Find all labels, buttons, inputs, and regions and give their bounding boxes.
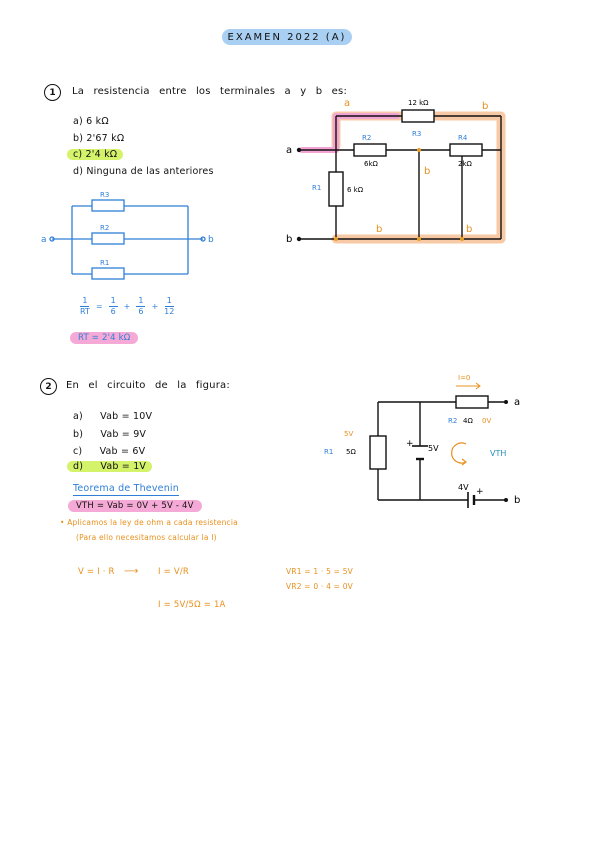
q2-r1-value: 5Ω bbox=[346, 448, 356, 456]
q1-equivalent-circuit: R3 R2 R1 a b bbox=[41, 191, 214, 280]
formula-t3-den: 12 bbox=[164, 307, 175, 316]
current-label: I=0 bbox=[458, 374, 470, 382]
r1-label: R1 bbox=[312, 184, 321, 192]
q2-option-b-letter: b) bbox=[73, 429, 84, 440]
node-b-label-2: b bbox=[424, 166, 430, 177]
q1-main-circuit: 12 kΩ R2 6kΩ R3 R4 2kΩ R1 6 kΩ a b a b b… bbox=[286, 98, 506, 245]
q1-option-a: a) 6 kΩ bbox=[73, 116, 109, 127]
r2-value: 6kΩ bbox=[364, 160, 379, 168]
q2-r1-label: R1 bbox=[324, 448, 333, 456]
thevenin-title: Teorema de Thevenin bbox=[73, 483, 179, 496]
src2-plus: + bbox=[476, 487, 484, 497]
step-apply-ohm: • Aplicamos la ley de ohm a cada resiste… bbox=[60, 518, 238, 527]
ohm-law: V = I · R bbox=[78, 567, 115, 577]
terminal-b: b bbox=[286, 234, 292, 245]
node-b-label-1: b bbox=[482, 101, 488, 112]
q1-result: RT = 2'4 kΩ bbox=[70, 332, 139, 344]
q2-r2-value: 4Ω bbox=[463, 417, 473, 425]
equiv-terminal-a: a bbox=[41, 235, 47, 245]
q2-r2-voltage: 0V bbox=[482, 417, 491, 425]
current-calculation: I = 5V/5Ω = 1A bbox=[158, 600, 226, 610]
node-b-label-4: b bbox=[466, 224, 472, 235]
equiv-r3-label: R3 bbox=[100, 191, 109, 199]
q2-option-d-text: Vab = 1V bbox=[100, 461, 147, 472]
equiv-terminal-b: b bbox=[208, 235, 214, 245]
src1-value: 5V bbox=[428, 444, 439, 453]
q1-option-b: b) 2'67 kΩ bbox=[73, 133, 125, 144]
arrow-right-icon: ⟶ bbox=[124, 566, 139, 577]
thevenin-equation: VTH = Vab = 0V + 5V - 4V bbox=[68, 500, 202, 512]
q2-option-c-letter: c) bbox=[73, 446, 83, 457]
equiv-r1-label: R1 bbox=[100, 259, 109, 267]
formula-lhs-num: 1 bbox=[80, 296, 90, 307]
q2-circuit: a b + 5V + 4V I=0 R2 4Ω 0V R1 5Ω 5V VTH bbox=[324, 374, 520, 508]
formula-t2-num: 1 bbox=[136, 296, 146, 307]
q1-option-d: d) Ninguna de las anteriores bbox=[73, 166, 214, 177]
formula-t1-den: 6 bbox=[110, 307, 116, 316]
q2-option-a: a) Vab = 10V bbox=[73, 411, 152, 422]
r1-value: 6 kΩ bbox=[347, 186, 364, 194]
src2-value: 4V bbox=[458, 483, 469, 492]
q2-r2-label: R2 bbox=[448, 417, 457, 425]
q2-option-c: c) Vab = 6V bbox=[73, 446, 145, 457]
formula-lhs-den: RT bbox=[80, 307, 90, 316]
formula-t2-den: 6 bbox=[138, 307, 144, 316]
q2-option-b: b) Vab = 9V bbox=[73, 429, 146, 440]
node-b-label-3: b bbox=[376, 224, 382, 235]
q2-option-b-text: Vab = 9V bbox=[100, 429, 147, 440]
formula-t1-num: 1 bbox=[108, 296, 118, 307]
q2-option-c-text: Vab = 6V bbox=[99, 446, 146, 457]
q1-question-text: La resistencia entre los terminales a y … bbox=[72, 86, 348, 97]
step-calculate-i: (Para ello necesitamos calcular la I) bbox=[76, 533, 217, 542]
page-title: EXAMEN 2022 (A) bbox=[222, 29, 352, 45]
question-number-1: 1 bbox=[44, 84, 61, 101]
q2-r1-voltage: 5V bbox=[344, 430, 353, 438]
current-formula: I = V/R bbox=[158, 567, 190, 577]
question-number-2: 2 bbox=[40, 378, 57, 395]
src1-plus: + bbox=[406, 439, 414, 449]
vth-label: VTH bbox=[490, 449, 506, 458]
voltage-r1: VR1 = 1 · 5 = 5V bbox=[286, 567, 354, 576]
q2-option-a-text: Vab = 10V bbox=[100, 411, 153, 422]
r4-label: R4 bbox=[458, 134, 468, 142]
r2-label: R2 bbox=[362, 134, 371, 142]
node-a-label: a bbox=[344, 98, 350, 109]
r4-value: 2kΩ bbox=[458, 160, 473, 168]
q2-terminal-b: b bbox=[514, 495, 520, 506]
q1-option-c-highlighted: c) 2'4 kΩ bbox=[67, 149, 124, 160]
voltage-r2: VR2 = 0 · 4 = 0V bbox=[286, 582, 354, 591]
r3-label: R3 bbox=[412, 130, 421, 138]
r12-label: 12 kΩ bbox=[408, 99, 429, 107]
equiv-r2-label: R2 bbox=[100, 224, 109, 232]
step-apply-ohm-text: Aplicamos la ley de ohm a cada resistenc… bbox=[67, 518, 238, 527]
q2-terminal-a: a bbox=[514, 397, 520, 408]
terminal-a: a bbox=[286, 145, 292, 156]
q2-question-text: En el circuito de la figura: bbox=[66, 380, 230, 391]
formula-t3-num: 1 bbox=[164, 296, 174, 307]
q2-option-a-letter: a) bbox=[73, 411, 83, 422]
q2-option-d-highlighted: d) Vab = 1V bbox=[67, 461, 153, 472]
q2-option-d-letter: d) bbox=[73, 461, 84, 472]
